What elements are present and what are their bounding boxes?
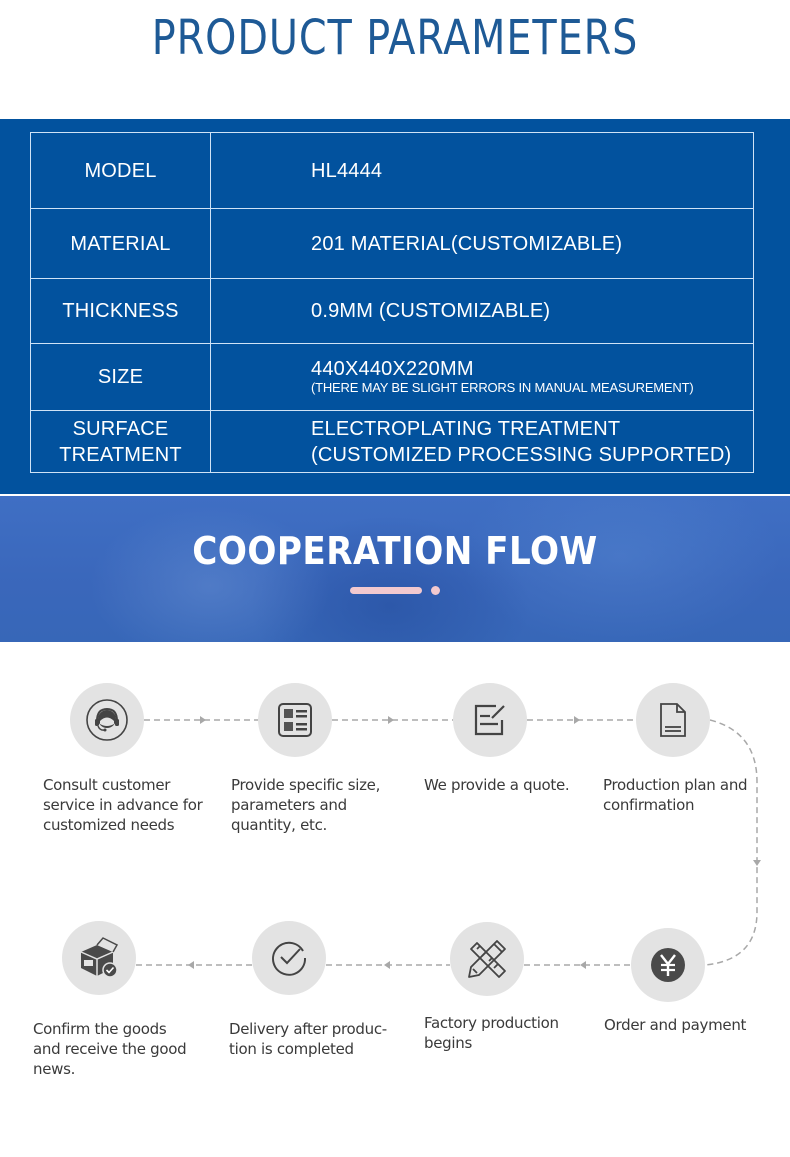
cooperation-title: COOPERATION FLOW: [192, 529, 598, 573]
document-icon: [658, 702, 688, 738]
title-underline-dot: [431, 586, 440, 595]
table-row: MODEL HL4444: [30, 132, 754, 209]
param-value-surface-treatment: ELECTROPLATING TREATMENT (CUSTOMIZED PRO…: [210, 410, 754, 473]
step-circle: [636, 683, 710, 757]
step-circle: [62, 921, 136, 995]
cooperation-banner: COOPERATION FLOW: [0, 496, 790, 642]
param-value-material: 201 MATERIAL(CUSTOMIZABLE): [210, 208, 754, 279]
arrow-left-icon: [580, 961, 586, 969]
arrow-right-icon: [574, 716, 580, 724]
parameters-panel: MODEL HL4444 MATERIAL 201 MATERIAL(CUSTO…: [0, 119, 790, 494]
size-value: 440X440X220MM: [311, 358, 474, 380]
flow-connectors: [136, 716, 761, 969]
param-label-material: MATERIAL: [30, 208, 211, 279]
step-caption: Production plan and confirmation: [603, 776, 748, 814]
param-value-size: 440X440X220MM (THERE MAY BE SLIGHT ERROR…: [210, 343, 754, 411]
parameters-table: MODEL HL4444 MATERIAL 201 MATERIAL(CUSTO…: [30, 132, 754, 473]
arrow-right-icon: [200, 716, 206, 724]
spec-list-icon: [277, 702, 313, 738]
title-underline-bar: [350, 587, 422, 594]
arrow-left-icon: [384, 961, 390, 969]
step-caption: Order and payment: [604, 1016, 747, 1034]
param-value-model: HL4444: [210, 132, 754, 209]
arrow-right-icon: [388, 716, 394, 724]
box-check-icon: [77, 936, 121, 980]
check-circle-icon: [270, 939, 308, 977]
step-circle: [450, 922, 524, 996]
table-row: THICKNESS 0.9MM (CUSTOMIZABLE): [30, 278, 754, 344]
param-label-thickness: THICKNESS: [30, 278, 211, 344]
param-label-model: MODEL: [30, 132, 211, 209]
param-label-surface-treatment: SURFACE TREATMENT: [30, 410, 211, 473]
surface-value-line1: ELECTROPLATING TREATMENT: [311, 417, 621, 440]
table-row: SIZE 440X440X220MM (THERE MAY BE SLIGHT …: [30, 343, 754, 411]
step-circle: [252, 921, 326, 995]
arrow-left-icon: [188, 961, 194, 969]
cooperation-flow: Consult customer service in advance for …: [0, 642, 790, 1157]
table-row: MATERIAL 201 MATERIAL(CUSTOMIZABLE): [30, 208, 754, 279]
step-caption: Factory production begins: [424, 1014, 559, 1052]
surface-value-line2: (CUSTOMIZED PROCESSING SUPPORTED): [311, 443, 732, 466]
step-caption: Provide specific size, parameters and qu…: [231, 776, 381, 834]
step-circle: [631, 928, 705, 1002]
surface-label-line1: SURFACE: [72, 417, 169, 440]
step-caption: We provide a quote.: [424, 776, 570, 794]
param-value-thickness: 0.9MM (CUSTOMIZABLE): [210, 278, 754, 344]
step-caption: Confirm the goods and receive the good n…: [33, 1020, 187, 1078]
step-caption: Delivery after produc- tion is completed: [229, 1020, 387, 1058]
size-note: (THERE MAY BE SLIGHT ERRORS IN MANUAL ME…: [311, 380, 694, 395]
page-title: PRODUCT PARAMETERS: [151, 10, 639, 66]
table-row: SURFACE TREATMENT ELECTROPLATING TREATME…: [30, 410, 754, 473]
surface-label-line2: TREATMENT: [59, 443, 182, 466]
customer-service-headset-icon: [85, 698, 129, 742]
yen-payment-icon: [650, 947, 686, 983]
arrow-down-icon: [753, 860, 761, 866]
step-caption: Consult customer service in advance for …: [43, 776, 203, 834]
ruler-pencil-icon: [465, 937, 509, 981]
connector-4-5: [704, 719, 758, 966]
param-label-size: SIZE: [30, 343, 211, 411]
quote-edit-icon: [472, 702, 508, 738]
step-circle: [453, 683, 527, 757]
step-circle: [70, 683, 144, 757]
step-circle: [258, 683, 332, 757]
